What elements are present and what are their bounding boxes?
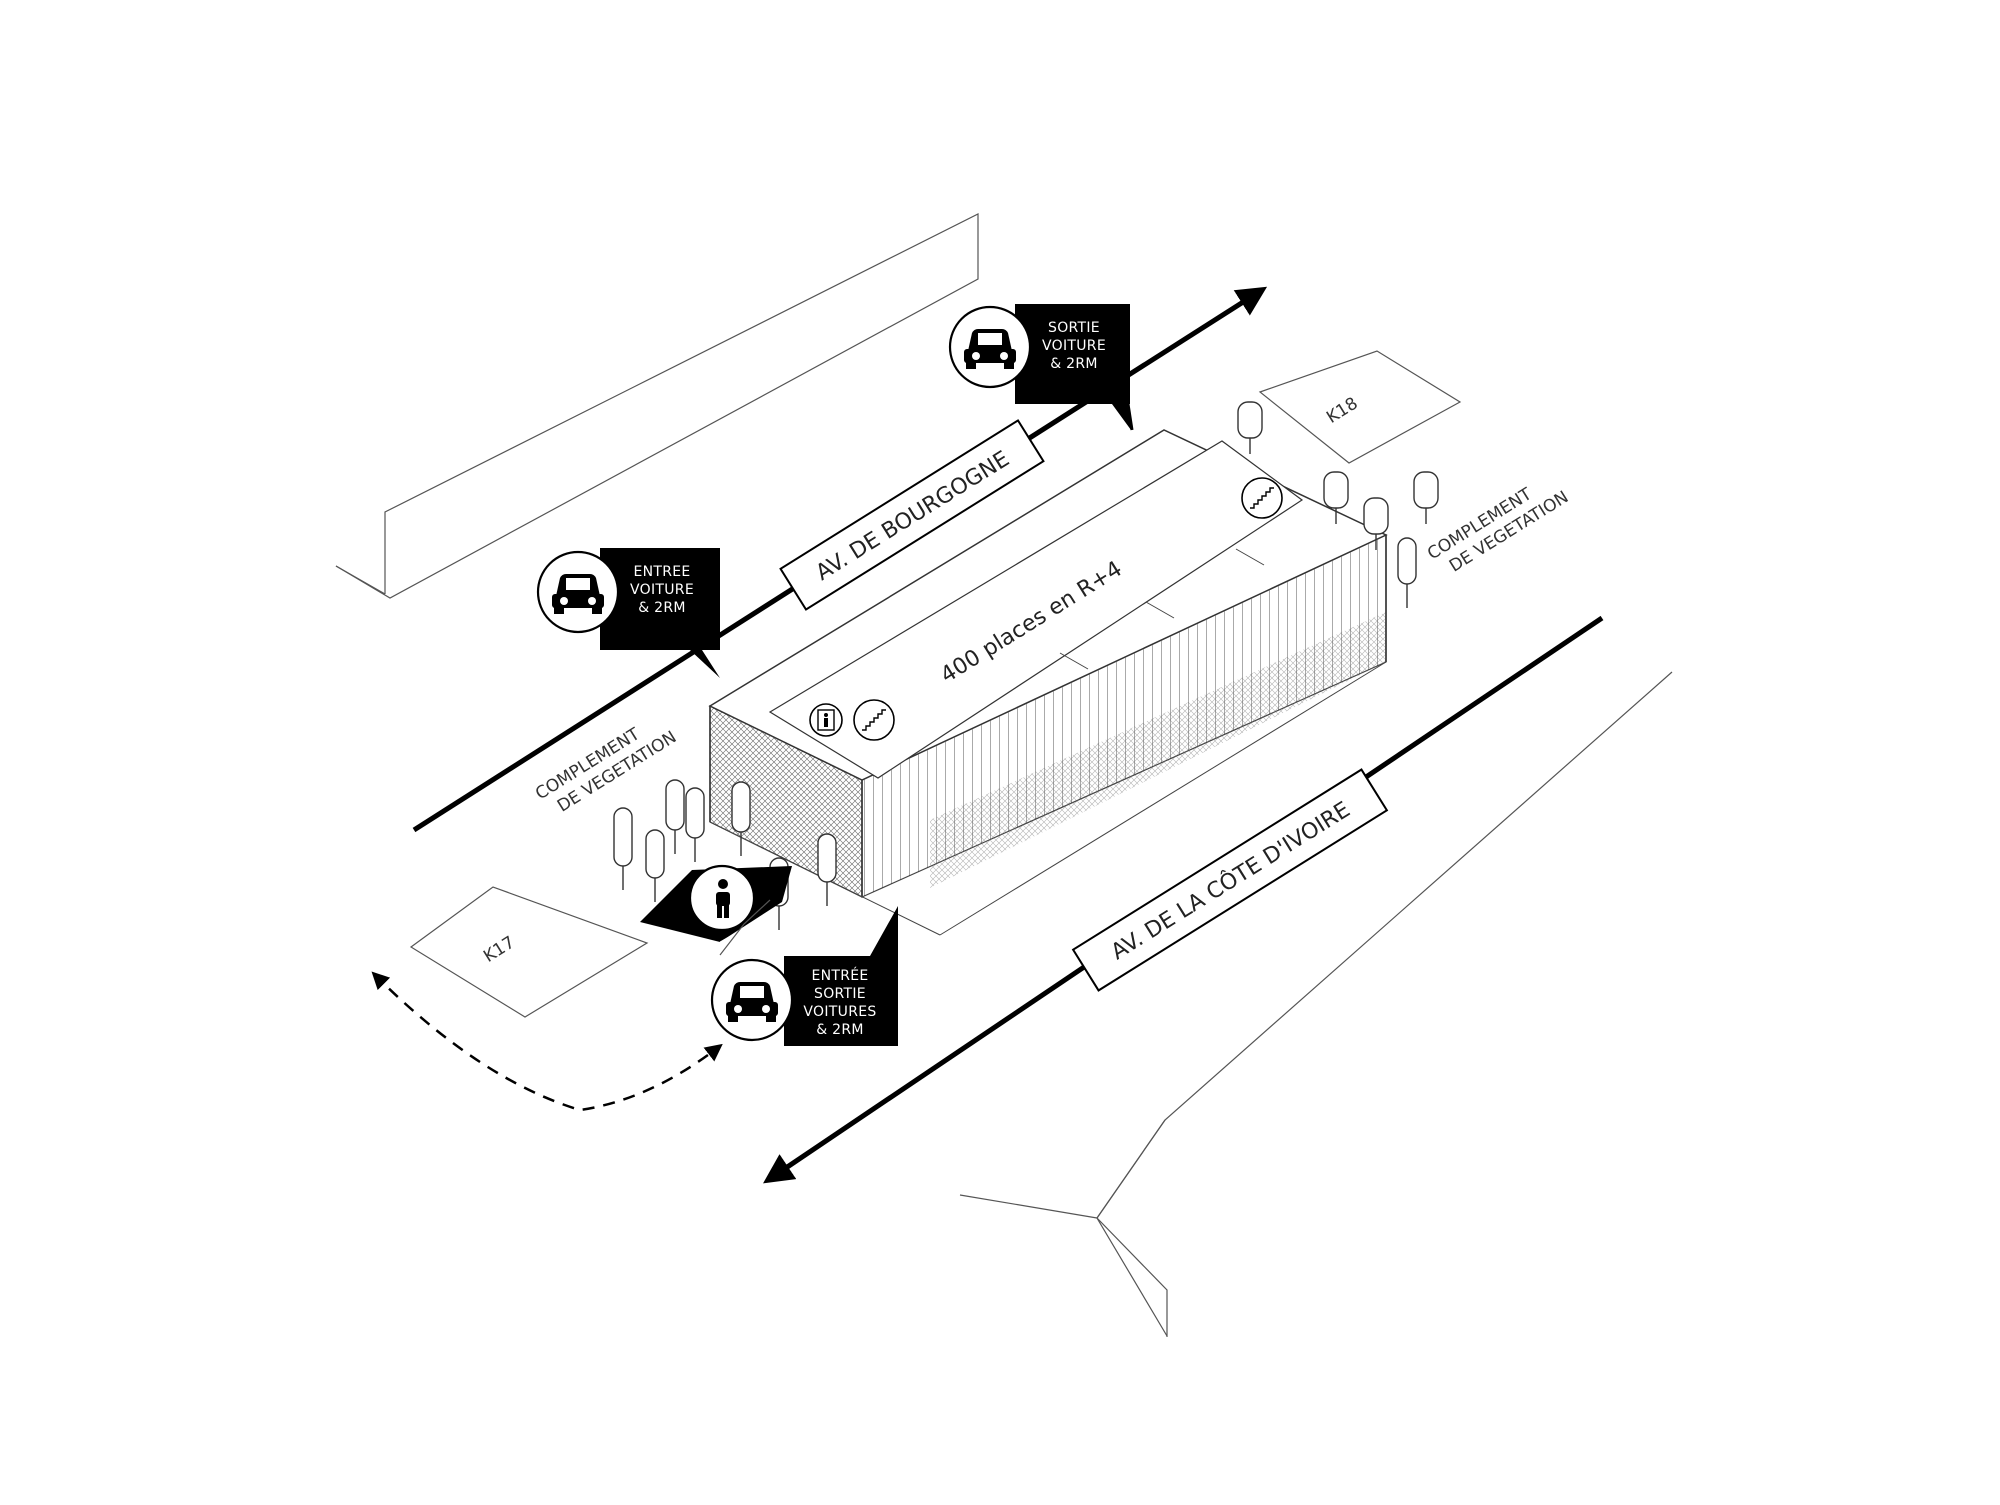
pedestrian-access — [640, 864, 792, 956]
callout-sortie: SORTIE VOITURE & 2RM — [948, 304, 1134, 431]
callout-line: & 2RM — [638, 600, 686, 616]
callout-line: VOITURES — [803, 1004, 876, 1020]
callout-line: & 2RM — [1050, 356, 1098, 372]
roof-slab — [768, 440, 1304, 779]
stairs-icon — [1241, 477, 1283, 519]
callout-entree: ENTREE VOITURE & 2RM — [536, 548, 720, 678]
tree-icon — [1323, 471, 1349, 524]
car-icon — [964, 329, 1016, 369]
tree-icon — [1397, 537, 1417, 608]
street-name-text: AV. DE LA CÔTE D'IVOIRE — [1106, 797, 1354, 966]
neighbor-block-outline — [1096, 671, 1673, 1337]
tree-icon — [1413, 471, 1439, 524]
callout-line: ENTRÉE — [811, 967, 868, 984]
stairs-icon — [853, 699, 895, 741]
tree-icon — [685, 787, 705, 862]
callout-line: SORTIE — [1048, 320, 1100, 336]
callout-line: SORTIE — [814, 986, 866, 1002]
plot-k17-label: K17 — [480, 933, 518, 967]
plot-k18-label: K18 — [1323, 394, 1361, 428]
plot-k17-outline — [409, 886, 649, 1018]
parking-building: 400 places en R+4 — [708, 429, 1388, 936]
callout-line: ENTREE — [633, 564, 690, 580]
tree-icon — [817, 833, 837, 906]
context-outlines — [335, 213, 1673, 1337]
tree-icon — [645, 829, 665, 902]
tree-icon — [1363, 497, 1389, 550]
callout-line: & 2RM — [816, 1022, 864, 1038]
tree-icon — [731, 781, 751, 856]
callout-line: VOITURE — [630, 582, 694, 598]
callout-entree-sortie: ENTRÉE SORTIE VOITURES & 2RM — [710, 906, 898, 1046]
alternate-route-dashed-arrow — [371, 971, 723, 1112]
vegetation-label-left: COMPLEMENT DE VEGETATION — [532, 724, 680, 817]
elevator-icon — [809, 703, 843, 737]
neighbor-building-outline — [335, 213, 979, 599]
car-icon — [726, 982, 778, 1022]
vegetation-trees — [613, 401, 1439, 930]
plot-k18-outline — [1258, 350, 1462, 464]
tree-icon — [665, 779, 685, 854]
pedestrian-icon — [716, 879, 730, 918]
tree-icon — [1237, 401, 1263, 454]
tree-icon — [613, 807, 633, 890]
car-icon — [552, 574, 604, 614]
street-label-cote-ivoire: AV. DE LA CÔTE D'IVOIRE — [1071, 768, 1389, 992]
callout-line: VOITURE — [1042, 338, 1106, 354]
vegetation-label-right: COMPLEMENT DE VEGETATION — [1424, 484, 1572, 577]
